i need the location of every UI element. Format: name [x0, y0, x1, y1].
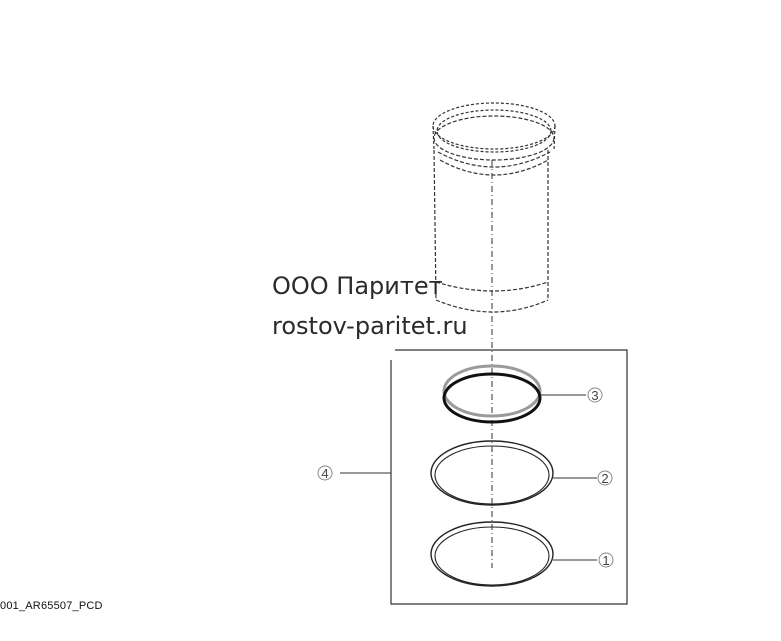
lower-seal-ring [430, 521, 554, 587]
callout-2-label: 2 [601, 471, 608, 486]
cylinder-liner [432, 102, 556, 313]
callout-4-label: 4 [321, 466, 328, 481]
watermark-website: rostov-paritet.ru [272, 312, 468, 340]
callout-1: 1 [598, 552, 614, 568]
upper-packing-ring [442, 364, 542, 424]
watermark-company: ООО Паритет [272, 272, 443, 300]
callout-2: 2 [597, 470, 613, 486]
callout-1-label: 1 [602, 553, 609, 568]
leader-lines [340, 394, 597, 561]
callout-3-label: 3 [591, 388, 598, 403]
callout-3: 3 [587, 387, 603, 403]
drawing-id-label: 001_AR65507_PCD [0, 600, 103, 612]
kit-box-outline [390, 349, 628, 605]
callout-4: 4 [317, 465, 333, 481]
middle-seal-ring [430, 440, 554, 506]
